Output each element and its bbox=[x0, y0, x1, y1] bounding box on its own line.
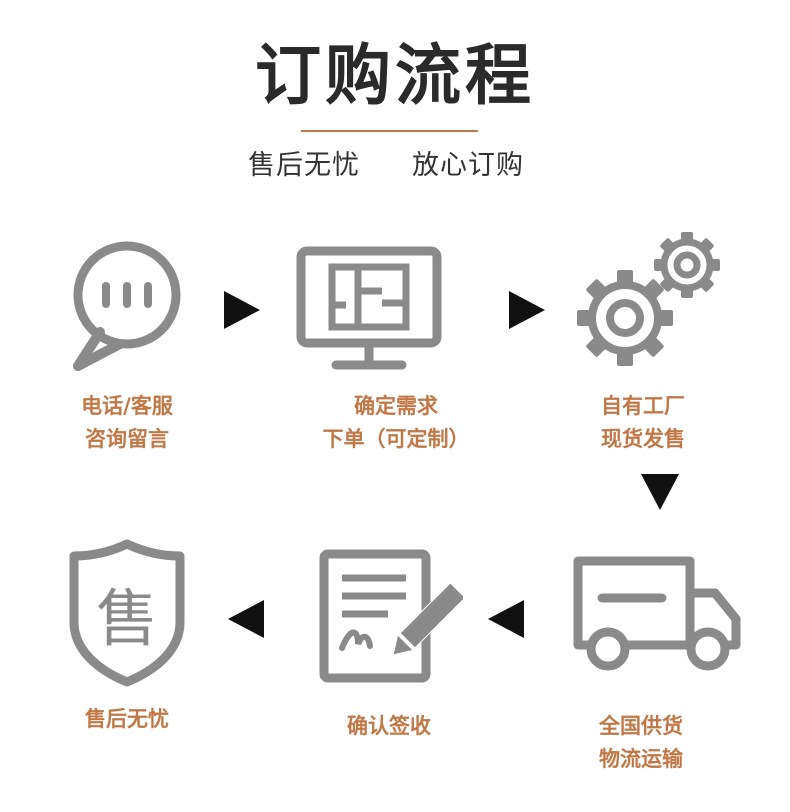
signed-document-icon bbox=[319, 549, 463, 683]
arrow-right-icon bbox=[509, 291, 545, 329]
step-label-order: 确定需求 下单（可定制） bbox=[322, 394, 470, 451]
after-sale-shield-icon: 售 bbox=[69, 539, 185, 687]
arrow-left-icon bbox=[228, 600, 264, 638]
step-label-after-sale: 售后无忧 bbox=[85, 707, 169, 731]
delivery-truck-icon bbox=[573, 556, 741, 671]
arrow-right-icon bbox=[224, 291, 260, 329]
gears-icon bbox=[577, 232, 720, 366]
step-label-receipt: 确认签收 bbox=[347, 714, 431, 738]
arrow-left-icon bbox=[488, 600, 524, 638]
title-divider bbox=[301, 130, 478, 132]
arrow-down-icon bbox=[641, 474, 679, 510]
chat-bubble-icon bbox=[73, 241, 181, 371]
page-title: 订购流程 bbox=[255, 37, 535, 114]
shield-badge-text: 售 bbox=[96, 582, 158, 655]
subtitle-left: 售后无忧 bbox=[248, 150, 360, 181]
step-label-consult: 电话/客服 咨询留言 bbox=[81, 394, 173, 451]
monitor-floorplan-icon bbox=[296, 246, 442, 370]
step-label-shipping: 全国供货 物流运输 bbox=[599, 714, 683, 771]
step-label-factory: 自有工厂 现货发售 bbox=[601, 394, 685, 451]
subtitle-right: 放心订购 bbox=[412, 150, 524, 181]
